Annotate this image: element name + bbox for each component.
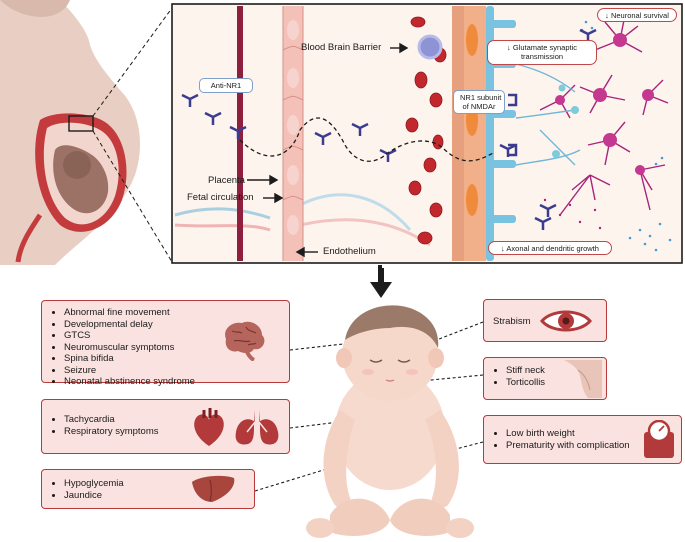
neck-box: Stiff neck Torticollis: [483, 357, 607, 400]
list-item: Jaundice: [64, 490, 254, 502]
list-item: GTCS: [64, 330, 289, 342]
neuro-symptoms-box: Abnormal fine movement Developmental del…: [41, 300, 290, 387]
birth-weight-box: Low birth weight Prematurity with compli…: [483, 415, 682, 464]
down-arrow-icon: [370, 268, 392, 298]
neurons: [539, 14, 669, 216]
placenta-label: Placenta: [208, 175, 245, 186]
neuro-symptoms-list: Abnormal fine movement Developmental del…: [42, 307, 289, 388]
endothelium-label: Endothelium: [323, 246, 376, 257]
antibodies: [181, 28, 597, 230]
list-item: Low birth weight: [506, 428, 681, 440]
baby-illustration: [306, 305, 474, 538]
list-item: Tachycardia: [64, 414, 289, 426]
list-item: Prematurity with complication: [506, 440, 681, 452]
placenta-bar: [237, 6, 243, 261]
hepatic-symptoms-list: Hypoglycemia Jaundice: [42, 478, 254, 501]
pregnant-mother-illustration: [0, 0, 140, 265]
list-item: Neuromuscular symptoms: [64, 342, 289, 354]
eye-box: Strabism: [483, 299, 607, 342]
bbb-label: Blood Brain Barrier: [301, 42, 382, 53]
neck-symptoms-list: Stiff neck Torticollis: [484, 365, 606, 388]
lungs-icon: [235, 410, 279, 445]
axons: [515, 63, 581, 166]
anti-nr1-label: Anti-NR1: [199, 78, 253, 93]
brain-icon: [225, 321, 265, 361]
heart-icon: [194, 408, 224, 446]
eye-icon: [540, 310, 592, 332]
neuron-bodies: [555, 33, 654, 175]
fetal-circulation-label: Fetal circulation: [187, 192, 254, 203]
list-item: Respiratory symptoms: [64, 426, 289, 438]
red-blood-cells: [405, 16, 447, 245]
list-item: Seizure: [64, 365, 289, 377]
neck-icon: [564, 360, 602, 398]
immune-cell: [417, 34, 443, 60]
scale-icon: [644, 420, 674, 458]
down-arrow: [378, 265, 382, 270]
liver-icon: [192, 475, 235, 502]
nr1-subunit-label: NR1 subunit of NMDAr: [453, 90, 505, 114]
axonal-growth-label: ↓ Axonal and dendritic growth: [488, 241, 612, 255]
neuronal-survival-label: ↓ Neuronal survival: [597, 8, 677, 22]
strabism-label: Strabism: [493, 316, 531, 327]
list-item: Developmental delay: [64, 319, 289, 331]
list-item: Spina bifida: [64, 353, 289, 365]
cardio-respiratory-box: Tachycardia Respiratory symptoms: [41, 399, 290, 454]
list-item: Neonatal abstinence syndrome: [64, 376, 289, 388]
list-item: Hypoglycemia: [64, 478, 254, 490]
list-item: Stiff neck: [506, 365, 606, 377]
birth-symptoms-list: Low birth weight Prematurity with compli…: [484, 428, 681, 451]
endothelium-cells: [282, 6, 304, 261]
cardio-symptoms-list: Tachycardia Respiratory symptoms: [42, 414, 289, 437]
list-item: Abnormal fine movement: [64, 307, 289, 319]
list-item: Torticollis: [506, 377, 606, 389]
hepatic-box: Hypoglycemia Jaundice: [41, 469, 255, 509]
glutamate-label: ↓ Glutamate synaptic transmission: [487, 40, 597, 65]
mechanism-illustration: [0, 0, 683, 270]
